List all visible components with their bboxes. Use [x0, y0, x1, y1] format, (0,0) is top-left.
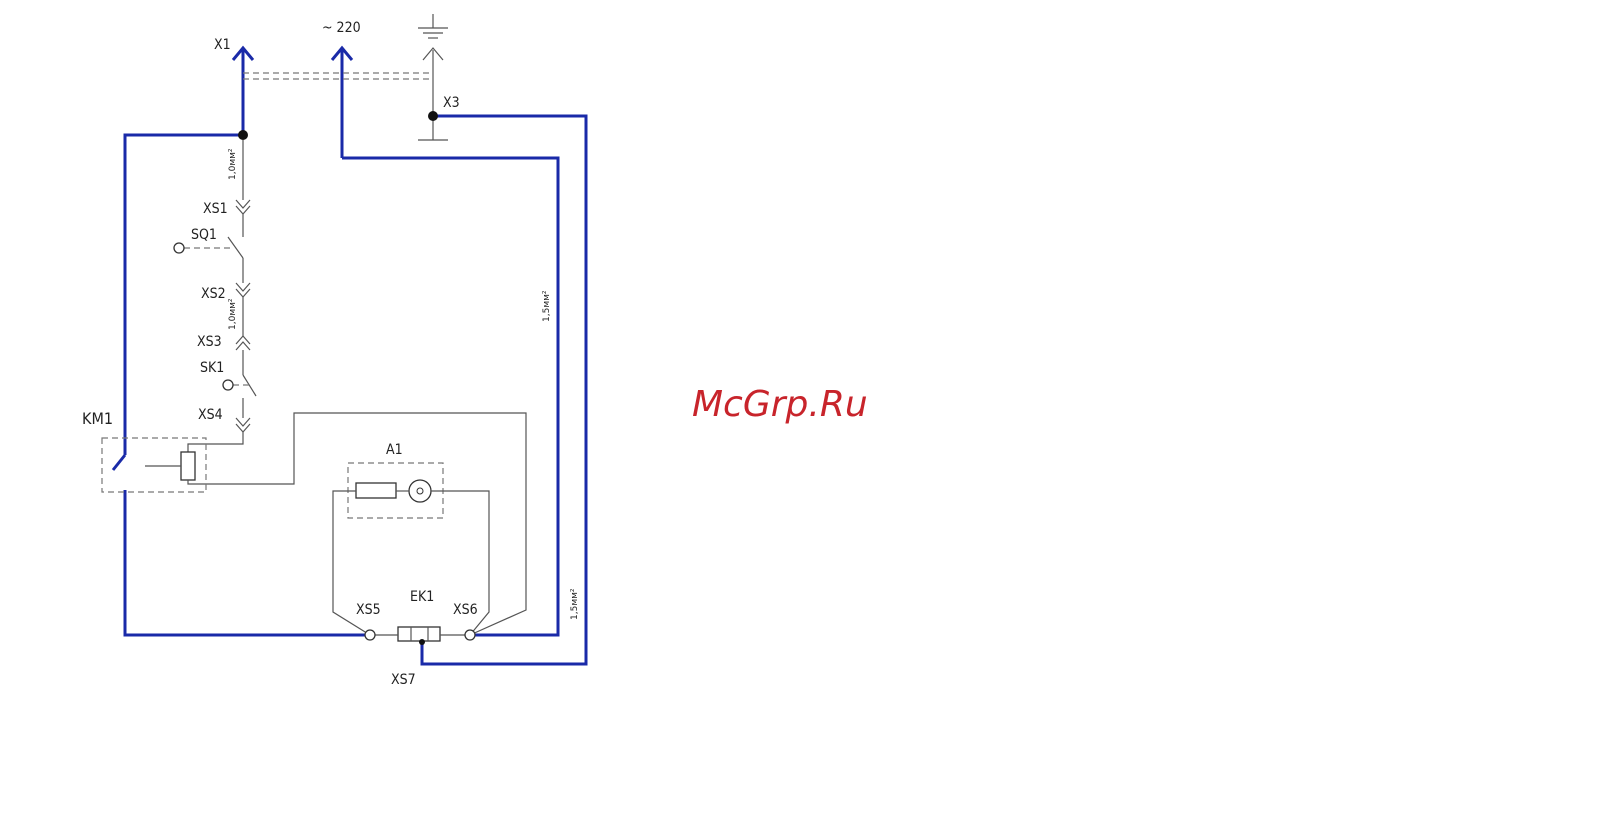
wire-label-4: 1,5мм²: [570, 588, 580, 620]
wire-label-1: 1,0мм²: [228, 148, 238, 180]
terminal-ground: [418, 14, 448, 140]
label-a1: A1: [386, 442, 403, 458]
terminal-x1: [233, 48, 253, 135]
label-xs2: XS2: [201, 286, 226, 302]
wire-label-2: 1,0мм²: [228, 298, 238, 330]
power-wiring: [125, 111, 586, 664]
label-sk1: SK1: [200, 360, 224, 376]
label-xs3: XS3: [197, 334, 222, 350]
label-sq1: SQ1: [191, 227, 217, 243]
label-xs7: XS7: [391, 672, 416, 688]
control-circuit: [102, 140, 526, 645]
label-xs4: XS4: [198, 407, 223, 423]
cable-bundle: [243, 73, 433, 79]
label-supply: ~ 220: [322, 20, 361, 36]
watermark: McGrp.Ru: [692, 384, 868, 425]
label-xs1: XS1: [203, 201, 228, 217]
junction-dot: [428, 111, 438, 121]
label-x3: X3: [443, 95, 460, 111]
label-km1: KM1: [82, 409, 113, 428]
junction-dot: [238, 130, 248, 140]
label-ek1: EK1: [410, 589, 434, 605]
label-xs6: XS6: [453, 602, 478, 618]
wire-label-3: 1,5мм²: [542, 290, 552, 322]
terminal-supply: [332, 48, 352, 158]
label-xs5: XS5: [356, 602, 381, 618]
label-x1: X1: [214, 37, 231, 53]
